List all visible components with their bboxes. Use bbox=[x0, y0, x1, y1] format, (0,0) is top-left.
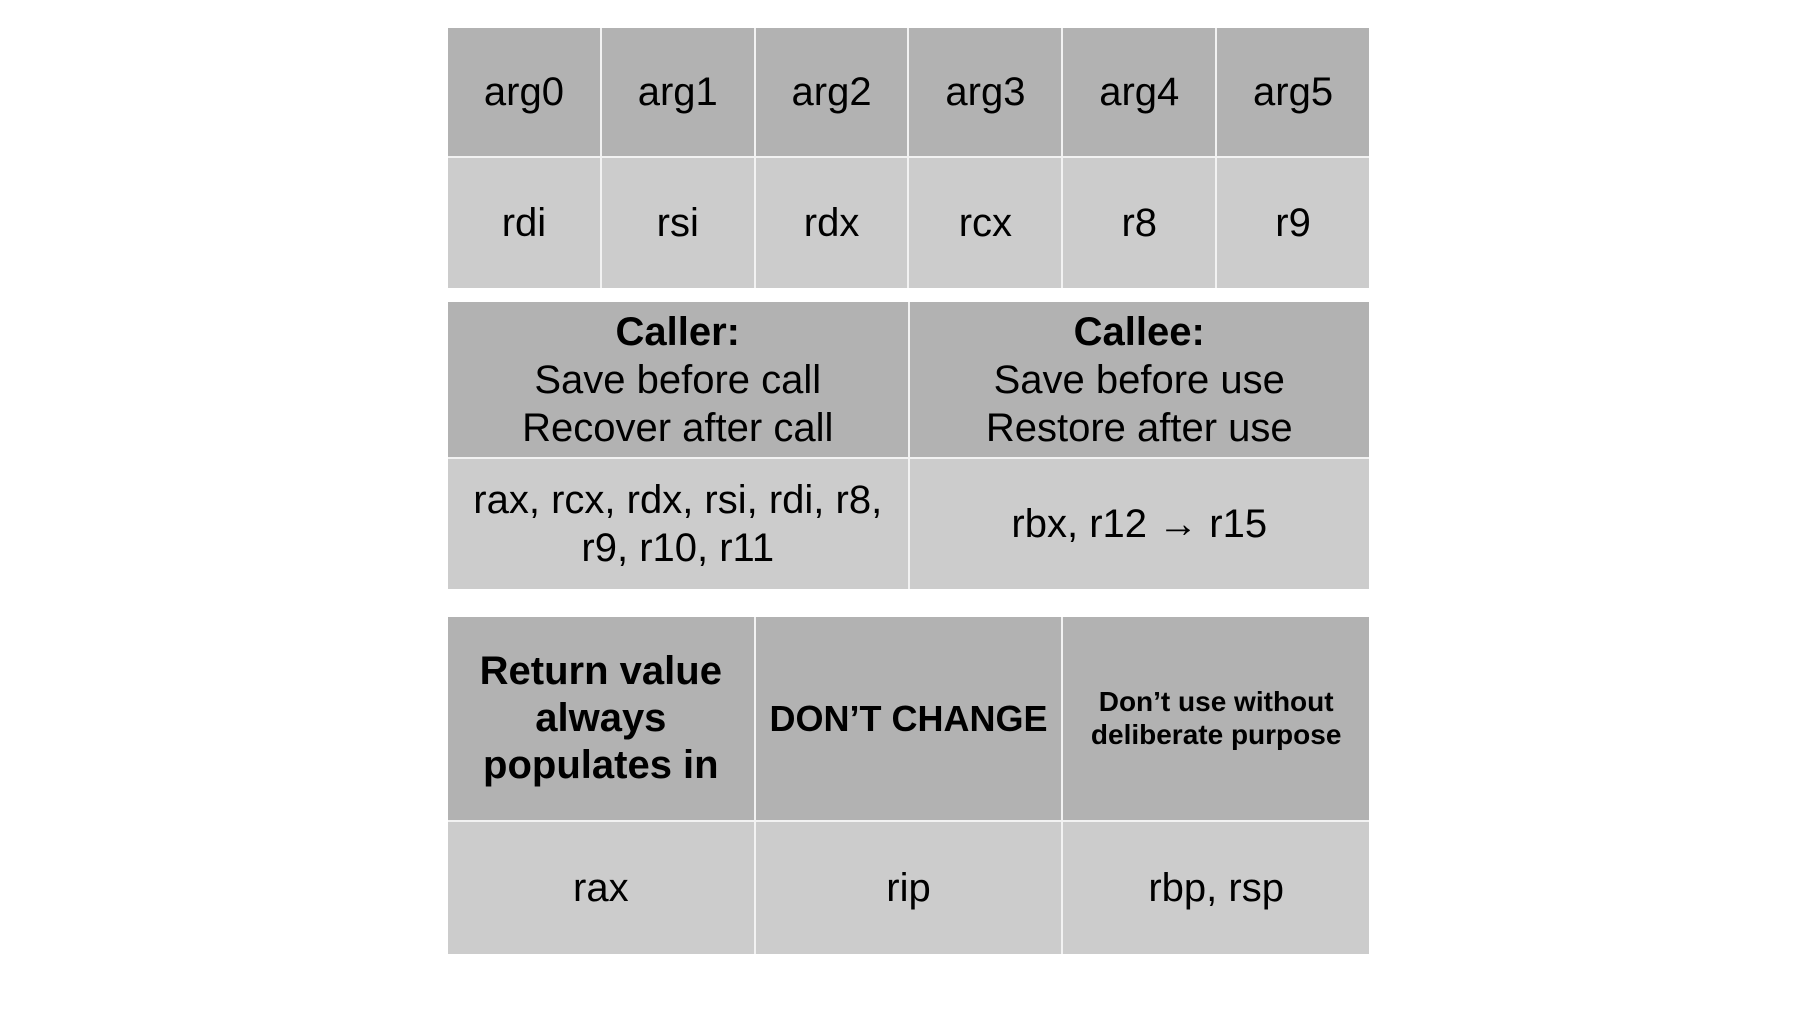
arg0-register: rdi bbox=[448, 158, 600, 288]
callee-rule-save: Save before use bbox=[993, 357, 1285, 402]
deliberate-purpose-header: Don’t use without deliberate purpose bbox=[1063, 617, 1369, 820]
saved-registers-table: Caller: Save before call Recover after c… bbox=[448, 302, 1369, 589]
caller-rule-recover: Recover after call bbox=[522, 405, 834, 450]
arg3-register: rcx bbox=[909, 158, 1062, 288]
arg4-header: arg4 bbox=[1063, 28, 1216, 156]
dont-change-header: DON’T CHANGE bbox=[755, 617, 1062, 820]
arg4-register: r8 bbox=[1063, 158, 1216, 288]
caller-saved-registers: rax, rcx, rdx, rsi, rdi, r8, r9, r10, r1… bbox=[448, 459, 908, 589]
return-value-header: Return value always populates in bbox=[448, 617, 754, 820]
instruction-pointer-register: rip bbox=[755, 822, 1062, 954]
callee-rule-restore: Restore after use bbox=[985, 405, 1293, 450]
arg1-header: arg1 bbox=[601, 28, 754, 156]
caller-title: Caller: bbox=[615, 309, 741, 354]
arg3-header: arg3 bbox=[909, 28, 1062, 156]
caller-header: Caller: Save before call Recover after c… bbox=[448, 302, 908, 457]
stack-registers: rbp, rsp bbox=[1063, 822, 1369, 954]
callee-title: Callee: bbox=[1073, 309, 1205, 354]
caller-registers-line1: rax, rcx, rdx, rsi, rdi, r8, bbox=[473, 478, 883, 522]
caller-rule-save: Save before call bbox=[534, 357, 822, 402]
arg1-register: rsi bbox=[601, 158, 754, 288]
caller-registers-line2: r9, r10, r11 bbox=[581, 526, 775, 570]
return-value-register: rax bbox=[448, 822, 754, 954]
arg0-header: arg0 bbox=[448, 28, 600, 156]
arg2-header: arg2 bbox=[755, 28, 908, 156]
arg5-register: r9 bbox=[1217, 158, 1369, 288]
arg5-header: arg5 bbox=[1217, 28, 1369, 156]
argument-registers-table: arg0 arg1 arg2 arg3 arg4 arg5 rdi rsi rd… bbox=[448, 28, 1369, 288]
special-registers-table: Return value always populates in DON’T C… bbox=[448, 617, 1369, 954]
arg2-register: rdx bbox=[755, 158, 908, 288]
callee-header: Callee: Save before use Restore after us… bbox=[909, 302, 1369, 457]
callee-registers: rbx, r12 → r15 bbox=[1011, 502, 1268, 546]
callee-saved-registers: rbx, r12 → r15 bbox=[909, 459, 1369, 589]
